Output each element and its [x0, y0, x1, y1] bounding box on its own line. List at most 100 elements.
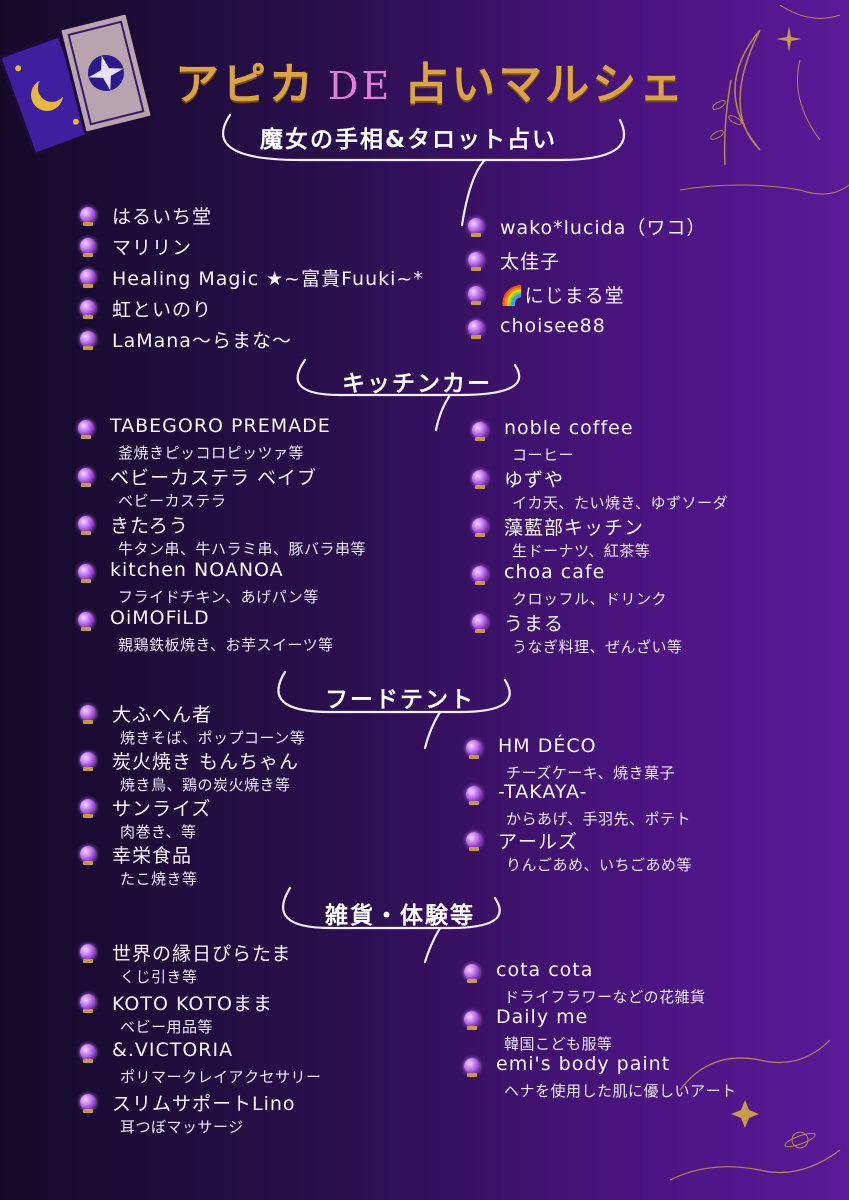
vendor-name: TABEGORO PREMADE [110, 415, 331, 437]
crystal-ball-icon [80, 994, 96, 1013]
vendor-name: 炭火焼き もんちゃん [112, 751, 300, 773]
vendor-name: 太佳子 [500, 251, 561, 273]
vendor-description: りんごあめ、いちごあめ等 [506, 856, 693, 874]
vendor-name: きたろう [110, 515, 189, 537]
crystal-ball-icon [464, 1011, 480, 1030]
crystal-ball-icon [80, 238, 96, 257]
vendor-description: 親鶏鉄板焼き、お芋スイーツ等 [118, 636, 334, 654]
crystal-ball-icon [464, 1058, 480, 1077]
crystal-ball-icon [468, 218, 484, 237]
vendor-name: OiMOFiLD [110, 607, 210, 629]
sparkle-icon [776, 26, 802, 52]
vendor-name: Daily me [496, 1006, 589, 1028]
vendor-name: choa cafe [504, 561, 606, 583]
crystal-ball-icon [466, 740, 482, 759]
crystal-ball-icon [78, 516, 94, 535]
vendor-name: &.VICTORIA [112, 1039, 234, 1061]
vendor-description: ベビー用品等 [120, 1018, 214, 1036]
title-left: アピカ [175, 59, 316, 110]
vendor-description: ポリマークレイアクセサリー [120, 1068, 322, 1086]
vendor-description: うなぎ料理、ぜんざい等 [512, 638, 683, 656]
vendor-name: choisee88 [500, 315, 606, 337]
vendor-name: -TAKAYA- [498, 781, 588, 803]
crystal-ball-icon [78, 564, 94, 583]
crystal-ball-icon [78, 612, 94, 631]
vendor-description: チーズケーキ、焼き菓子 [506, 764, 676, 782]
vendor-description: ドライフラワーなどの花雑貨 [504, 988, 706, 1006]
crystal-ball-icon [468, 286, 484, 305]
hand-icon [669, 1039, 841, 1181]
vendor-name: アールズ [498, 831, 579, 853]
crystal-ball-icon [78, 420, 94, 439]
crystal-ball-icon [80, 1094, 96, 1113]
heading-kitchen: キッチンカー [342, 371, 492, 397]
vendor-name: 虹といのり [112, 299, 213, 321]
crystal-ball-icon [468, 320, 484, 339]
vendor-name: ゆずや [504, 469, 565, 491]
heading-food: フードテント [325, 687, 475, 713]
vendor-name: 幸栄食品 [112, 845, 193, 867]
vendor-description: たこ焼き等 [120, 870, 198, 888]
vendor-name: スリムサポートLino [112, 1093, 296, 1115]
crystal-ball-icon [464, 964, 480, 983]
vendor-description: 釜焼きピッコロピッツァ等 [118, 444, 305, 462]
vendor-description: フライドチキン、あげパン等 [118, 588, 319, 606]
vendor-name: Healing Magic ★~富貴Fuuki~* [112, 268, 424, 290]
vendor-description: ヘナを使用した肌に優しいアート [504, 1082, 737, 1100]
crystal-ball-icon [80, 846, 96, 865]
vendor-name: ベビーカステラ ベイブ [110, 467, 318, 489]
vendor-description: クロッフル、ドリンク [512, 590, 668, 608]
vendor-name: cota cota [496, 959, 594, 981]
vendor-description: 牛タン串、牛ハラミ串、豚バラ串等 [118, 540, 367, 558]
vendor-description: からあげ、手羽先、ポテト [506, 810, 691, 828]
vendor-description: イカ天、たい焼き、ゆずソーダ [512, 494, 728, 512]
heading-fortune: 魔女の手相&タロット占い [260, 127, 558, 153]
vendor-name: サンライズ [112, 798, 212, 820]
crystal-ball-icon [80, 207, 96, 226]
vendor-description: 耳つぼマッサージ [120, 1118, 244, 1136]
crystal-ball-icon [472, 518, 488, 537]
tarot-card-moon-icon [0, 33, 97, 157]
vendor-description: 焼きそば、ポップコーン等 [120, 729, 306, 747]
crystal-ball-icon [80, 300, 96, 319]
vendor-description: ベビーカステラ [118, 492, 227, 510]
vendor-name: HM DÉCO [498, 735, 597, 757]
crystal-ball-icon [472, 470, 488, 489]
crystal-ball-icon [472, 422, 488, 441]
vendor-name: 世界の縁日ぴらたま [112, 943, 292, 965]
title-right: 占いマルシェ [404, 59, 687, 110]
crystal-ball-icon [80, 944, 96, 963]
crystal-ball-icon [468, 252, 484, 271]
vendor-name: KOTO KOTOまま [112, 993, 273, 1015]
title-de: DE [328, 64, 393, 108]
vendor-description: 韓国こども服等 [504, 1035, 613, 1053]
crystal-ball-icon [80, 799, 96, 818]
vendor-description: 焼き鳥、鶏の炭火焼き等 [120, 776, 291, 794]
vendor-description: 肉巻き、等 [120, 823, 197, 841]
crystal-ball-icon [80, 269, 96, 288]
vendor-name: 🌈にじまる堂 [500, 285, 625, 307]
vendor-name: kitchen NOANOA [110, 559, 284, 581]
heading-goods: 雑貨・体験等 [325, 903, 475, 929]
crystal-ball-icon [80, 1044, 96, 1063]
crystal-ball-icon [80, 331, 96, 350]
crystal-ball-icon [78, 468, 94, 487]
vendor-name: うまる [504, 613, 565, 635]
tarot-card-star-icon [57, 10, 155, 136]
crystal-ball-icon [80, 705, 96, 724]
vendor-name: 大ふへん者 [112, 704, 213, 726]
crystal-ball-icon [472, 614, 488, 633]
laurel-icon [710, 79, 742, 165]
vendor-description: コーヒー [512, 446, 575, 464]
vendor-name: 藻藍部キッチン [504, 517, 645, 539]
crystal-ball-icon [466, 832, 482, 851]
crystal-ball-icon [80, 752, 96, 771]
vendor-name: wako*lucida（ワコ） [500, 217, 707, 239]
vendor-name: マリリン [112, 237, 193, 259]
crystal-ball-icon [466, 786, 482, 805]
vendor-name: noble coffee [504, 417, 634, 439]
vendor-name: emi's body paint [496, 1053, 671, 1075]
vendor-description: くじ引き等 [120, 968, 198, 986]
